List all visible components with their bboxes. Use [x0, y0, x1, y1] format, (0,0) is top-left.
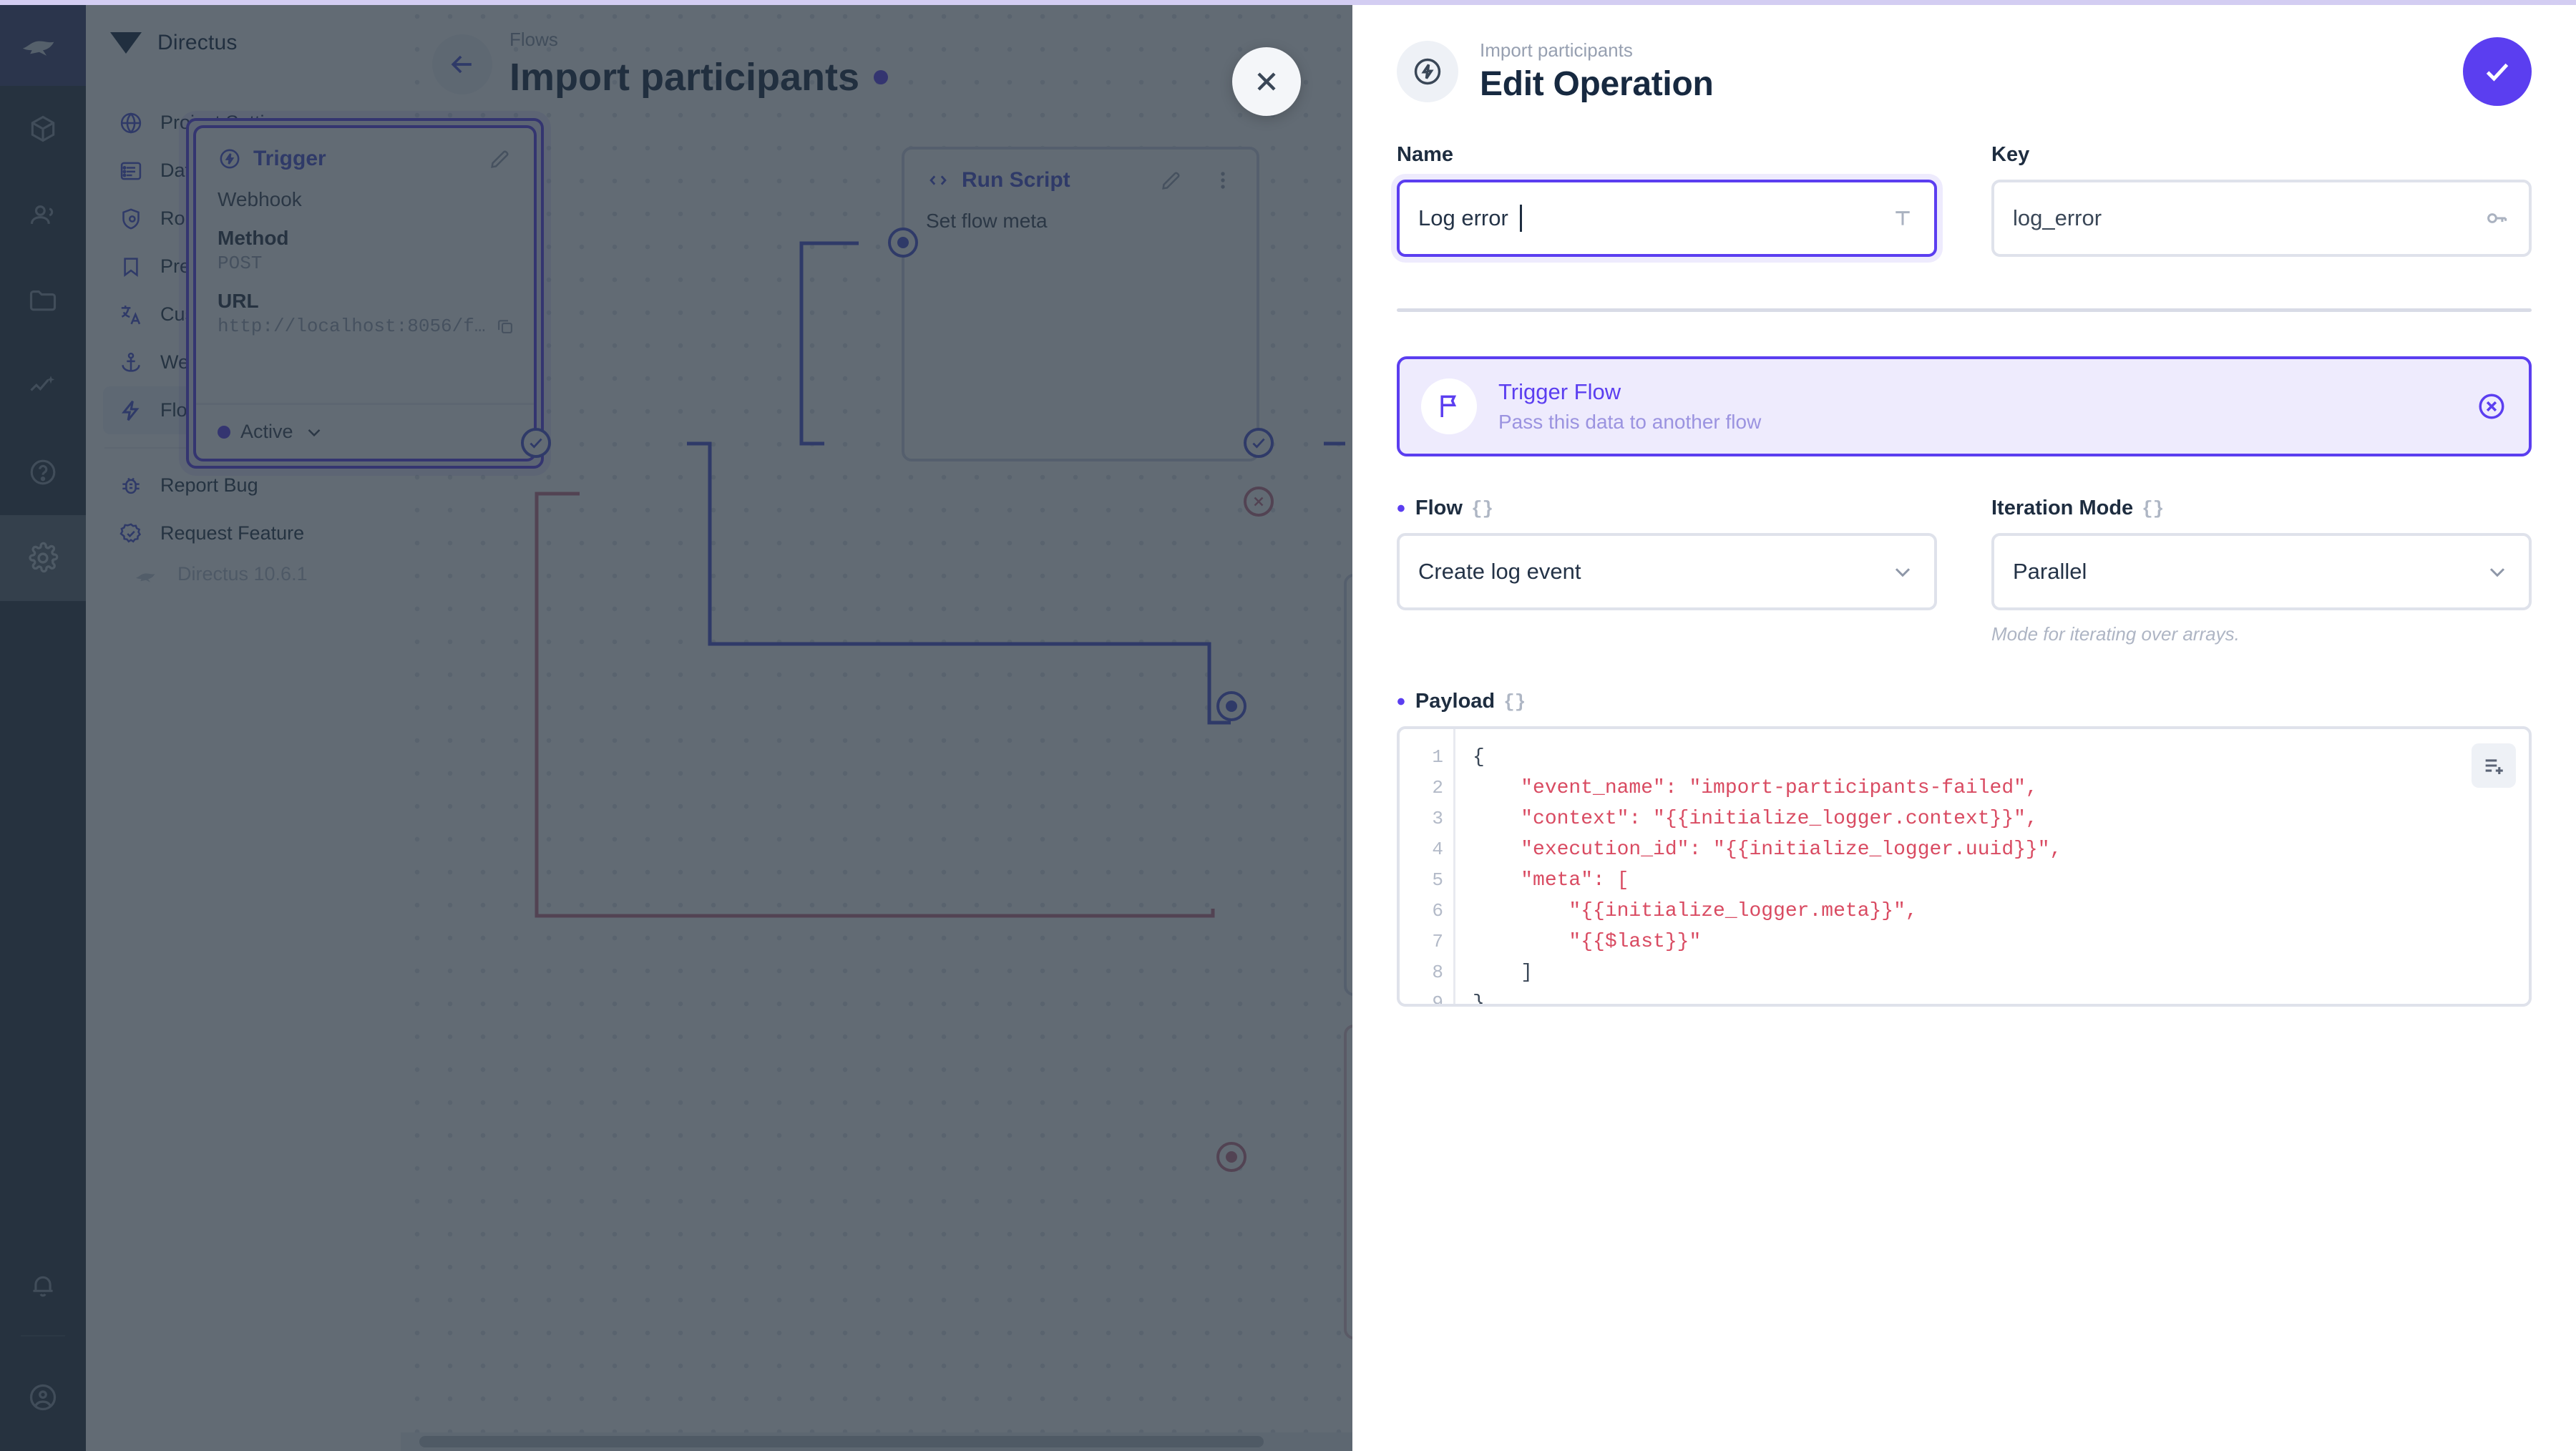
close-icon [1257, 72, 1276, 91]
code-line: "event_name": "import-participants-faile… [1473, 777, 2038, 799]
editor-line-numbers: 1 2 3 4 5 6 7 8 9 [1400, 729, 1455, 1004]
drawer-body: Name Log error Key log_error [1352, 106, 2576, 1007]
flow-field-group: Flow {} Create log event [1397, 497, 1937, 645]
code-line: { [1473, 746, 1485, 768]
chevron-down-icon [1890, 559, 1916, 585]
flow-select[interactable]: Create log event [1397, 533, 1937, 610]
operation-type-card[interactable]: Trigger Flow Pass this data to another f… [1397, 356, 2532, 456]
check-icon [2486, 63, 2509, 82]
close-drawer-button[interactable] [1232, 47, 1301, 116]
name-field-group: Name Log error [1397, 143, 1937, 257]
key-icon [2483, 205, 2510, 232]
edit-operation-drawer: Import participants Edit Operation Name … [1352, 0, 2576, 1451]
payload-label: Payload {} [1397, 690, 2532, 713]
line-number: 8 [1432, 962, 1443, 983]
flow-label: Flow {} [1397, 497, 1937, 520]
key-input[interactable]: log_error [1991, 180, 2532, 257]
page-loading-bar [0, 0, 2576, 5]
line-number: 6 [1432, 900, 1443, 922]
text-caret [1519, 205, 1522, 232]
section-divider [1397, 308, 2532, 312]
operation-type-badge [1397, 41, 1458, 102]
bolt-circle-icon [1414, 58, 1441, 85]
flag-icon [1421, 378, 1477, 434]
braces-icon: {} [1470, 497, 1494, 519]
remove-operation-type-button[interactable] [2476, 391, 2507, 422]
payload-code-editor[interactable]: 1 2 3 4 5 6 7 8 9 { "event_name": "impor… [1397, 726, 2532, 1007]
line-number: 1 [1432, 746, 1443, 768]
payload-field-group: Payload {} 1 2 3 4 5 6 7 8 9 [1397, 690, 2532, 1007]
drawer-title-block: Import participants Edit Operation [1480, 39, 1714, 104]
iteration-mode-label-text: Iteration Mode [1991, 497, 2134, 519]
drawer-header: Import participants Edit Operation [1352, 0, 2576, 106]
drawer-breadcrumb[interactable]: Import participants [1480, 39, 1633, 61]
flow-label-text: Flow [1415, 497, 1463, 519]
line-number: 9 [1432, 992, 1443, 1007]
code-line: ] [1473, 962, 1533, 984]
iteration-mode-value: Parallel [2013, 559, 2087, 584]
braces-icon: {} [1503, 690, 1526, 713]
code-line: "{{initialize_logger.meta}}", [1473, 900, 1918, 922]
text-type-icon [1890, 205, 1916, 231]
code-line: "meta": [ [1473, 869, 1629, 891]
name-key-row: Name Log error Key log_error [1397, 143, 2532, 257]
code-line: "execution_id": "{{initialize_logger.uui… [1473, 839, 2062, 861]
name-value: Log error [1418, 205, 1508, 230]
line-number: 5 [1432, 869, 1443, 891]
code-line: "{{$last}}" [1473, 931, 1702, 953]
line-number: 4 [1432, 839, 1443, 860]
line-number: 2 [1432, 777, 1443, 798]
save-operation-button[interactable] [2463, 37, 2532, 106]
line-number: 7 [1432, 931, 1443, 952]
code-line: "context": "{{initialize_logger.context}… [1473, 808, 2038, 830]
operation-card-title: Trigger Flow [1498, 379, 1621, 404]
flow-value: Create log event [1418, 559, 1581, 584]
line-number: 3 [1432, 808, 1443, 829]
key-label: Key [1991, 143, 2030, 166]
iteration-mode-select[interactable]: Parallel [1991, 533, 2532, 610]
code-line: } [1473, 992, 1485, 1007]
operation-card-text: Trigger Flow Pass this data to another f… [1498, 379, 1761, 434]
editor-code-content[interactable]: { "event_name": "import-participants-fai… [1455, 729, 2529, 1004]
chevron-down-icon [2484, 559, 2510, 585]
operation-card-subtitle: Pass this data to another flow [1498, 411, 1762, 433]
insert-line-icon[interactable] [2472, 743, 2516, 788]
key-value: log_error [2013, 205, 2102, 230]
braces-icon: {} [2142, 497, 2165, 519]
payload-label-text: Payload [1415, 690, 1496, 713]
circle-close-icon [2479, 394, 2504, 419]
iteration-mode-help: Mode for iterating over arrays. [1991, 623, 2240, 645]
iteration-mode-label: Iteration Mode {} [1991, 497, 2532, 520]
iteration-mode-field-group: Iteration Mode {} Parallel Mode for iter… [1991, 497, 2532, 645]
key-field-group: Key log_error [1991, 143, 2532, 257]
drawer-backdrop[interactable] [0, 0, 1352, 1451]
drawer-title: Edit Operation [1480, 65, 1714, 103]
flow-iteration-row: Flow {} Create log event Iteration Mode … [1397, 497, 2532, 645]
name-label: Name [1397, 143, 1453, 166]
name-input[interactable]: Log error [1397, 180, 1937, 257]
